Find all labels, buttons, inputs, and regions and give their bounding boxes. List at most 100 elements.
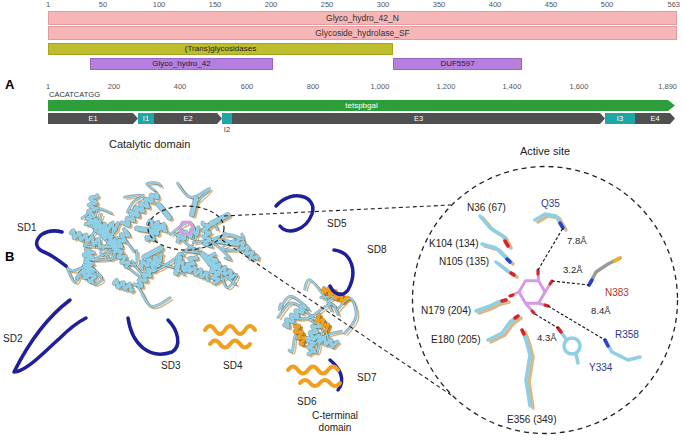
- cartoon-segment: [307, 324, 320, 339]
- sticks-template: [479, 216, 566, 408]
- subdomain-label: SD2: [2, 333, 23, 345]
- sd3-loop: [128, 318, 178, 354]
- node-label: (Trans)glycosidases: [185, 45, 256, 53]
- cartoon-segment: [203, 223, 211, 246]
- cartoon-segment: [130, 194, 158, 215]
- sticks-model: [476, 214, 640, 406]
- nitrogen-tips: [507, 223, 608, 346]
- protein-cartoon: [67, 183, 359, 357]
- ligand: [179, 222, 193, 234]
- sequence-text: CACATCATGG: [48, 91, 101, 100]
- subdomain-loops: [14, 196, 353, 390]
- cartoon-segment: [147, 183, 161, 191]
- panel-letter: A: [4, 78, 15, 93]
- cartoon-outline: [67, 183, 356, 355]
- cartoon-segment: [138, 287, 170, 307]
- cartoon-segment: [284, 306, 305, 327]
- axis-tick: 100: [152, 1, 167, 10]
- cartoon-segment: [338, 298, 357, 333]
- cartoon-segment: [158, 204, 169, 217]
- domain-bar: Glycoside_hydrolase_SF: [48, 26, 677, 40]
- domain-bar: DUF5597: [393, 58, 522, 70]
- distance-lines: [535, 228, 605, 340]
- cartoon-segment: [289, 335, 297, 352]
- axis-tick: 1,890: [657, 83, 678, 92]
- cartoon-segment: [84, 250, 96, 282]
- residue-sticks: [476, 214, 640, 408]
- axis-tick: 1,000: [370, 83, 391, 92]
- residue-label: K104 (134): [428, 238, 479, 250]
- domain-bar: Glyco_hydro_42_N: [48, 11, 677, 25]
- sd4-helix: [210, 341, 250, 348]
- domain-bar: Glyco_hydro_42: [90, 58, 273, 70]
- sugar: [510, 270, 552, 313]
- panel-letter: B: [4, 250, 15, 265]
- subdomain-label: SD7: [356, 372, 377, 384]
- exon-block: E3: [232, 113, 605, 124]
- axis-tick: 563: [666, 1, 681, 10]
- sd4-helix: [205, 326, 255, 334]
- node-label: Glycoside_hydrolase_SF: [315, 29, 410, 38]
- axis-tick: 1: [45, 1, 51, 10]
- axis-tick: 400: [488, 1, 503, 10]
- cartoon-segment: [96, 221, 116, 249]
- node-label: Glyco_hydro_42: [152, 60, 210, 68]
- exon-block: E2: [154, 113, 222, 124]
- node-label: E1: [88, 115, 97, 123]
- axis-tick: 250: [320, 1, 335, 10]
- node-label: E2: [183, 115, 192, 123]
- n383-stick: [589, 258, 620, 285]
- zoom-line: [222, 240, 451, 395]
- cartoon-segment: [114, 280, 133, 291]
- node-label: tetspbgal: [345, 102, 377, 110]
- node-label: DUF5597: [440, 60, 474, 68]
- axis-tick: 50: [98, 1, 108, 10]
- exon-block: E4: [635, 113, 675, 124]
- residue-label: N383: [604, 287, 630, 299]
- sd6-helix: [288, 367, 338, 374]
- zoom-line: [224, 205, 451, 216]
- residue-label: E180 (205): [430, 334, 481, 346]
- residue-label: N105 (135): [438, 256, 490, 268]
- distance-label: 8.4Å: [590, 306, 612, 317]
- cartoon-segment: [176, 258, 180, 274]
- distance-label: 4.3Å: [536, 333, 558, 344]
- cartoon-segment: [284, 306, 305, 327]
- cartoon-model: [67, 183, 356, 355]
- sugar-oxygens: [510, 270, 552, 313]
- residue-label: E356 (349): [506, 414, 557, 426]
- cartoon-segment: [147, 183, 161, 191]
- gene-bar: tetspbgal: [48, 100, 675, 111]
- node-label: E4: [650, 115, 659, 123]
- cartoon-segment: [236, 238, 257, 259]
- distance-label: 3.2Å: [562, 265, 584, 276]
- axis-tick: 200: [107, 83, 122, 92]
- cartoon-segment: [313, 335, 338, 347]
- cartoon-segment: [114, 280, 133, 291]
- cartoon-segment: [208, 254, 219, 283]
- sd2-loop: [14, 300, 86, 372]
- axis-tick: 1,600: [569, 83, 590, 92]
- cartoon-segment: [86, 196, 97, 225]
- intron-block: I2: [222, 113, 232, 124]
- axis-tick: 300: [376, 1, 391, 10]
- subdomain-label: SD1: [16, 222, 37, 234]
- sd8-loop: [330, 250, 353, 294]
- node-label: I3: [617, 115, 623, 123]
- axis-tick: 600: [240, 83, 255, 92]
- axis-tick: 150: [208, 1, 223, 10]
- subdomain-label: SD5: [326, 218, 347, 230]
- node-label: E3: [414, 115, 423, 123]
- cartoon-segment: [114, 229, 129, 249]
- intron-block: I1: [138, 113, 154, 124]
- subdomain-label: SD6: [296, 396, 317, 408]
- axis-tick: 800: [306, 83, 321, 92]
- domain-bar: (Trans)glycosidases: [48, 43, 393, 55]
- n383-tip: [615, 258, 620, 261]
- cartoon-segment: [148, 220, 166, 231]
- sd6-helix: [300, 380, 340, 386]
- residue-label: N36 (67): [466, 202, 507, 214]
- node-label: Glyco_hydro_42_N: [326, 14, 399, 23]
- panel-heading: Active site: [411, 146, 679, 157]
